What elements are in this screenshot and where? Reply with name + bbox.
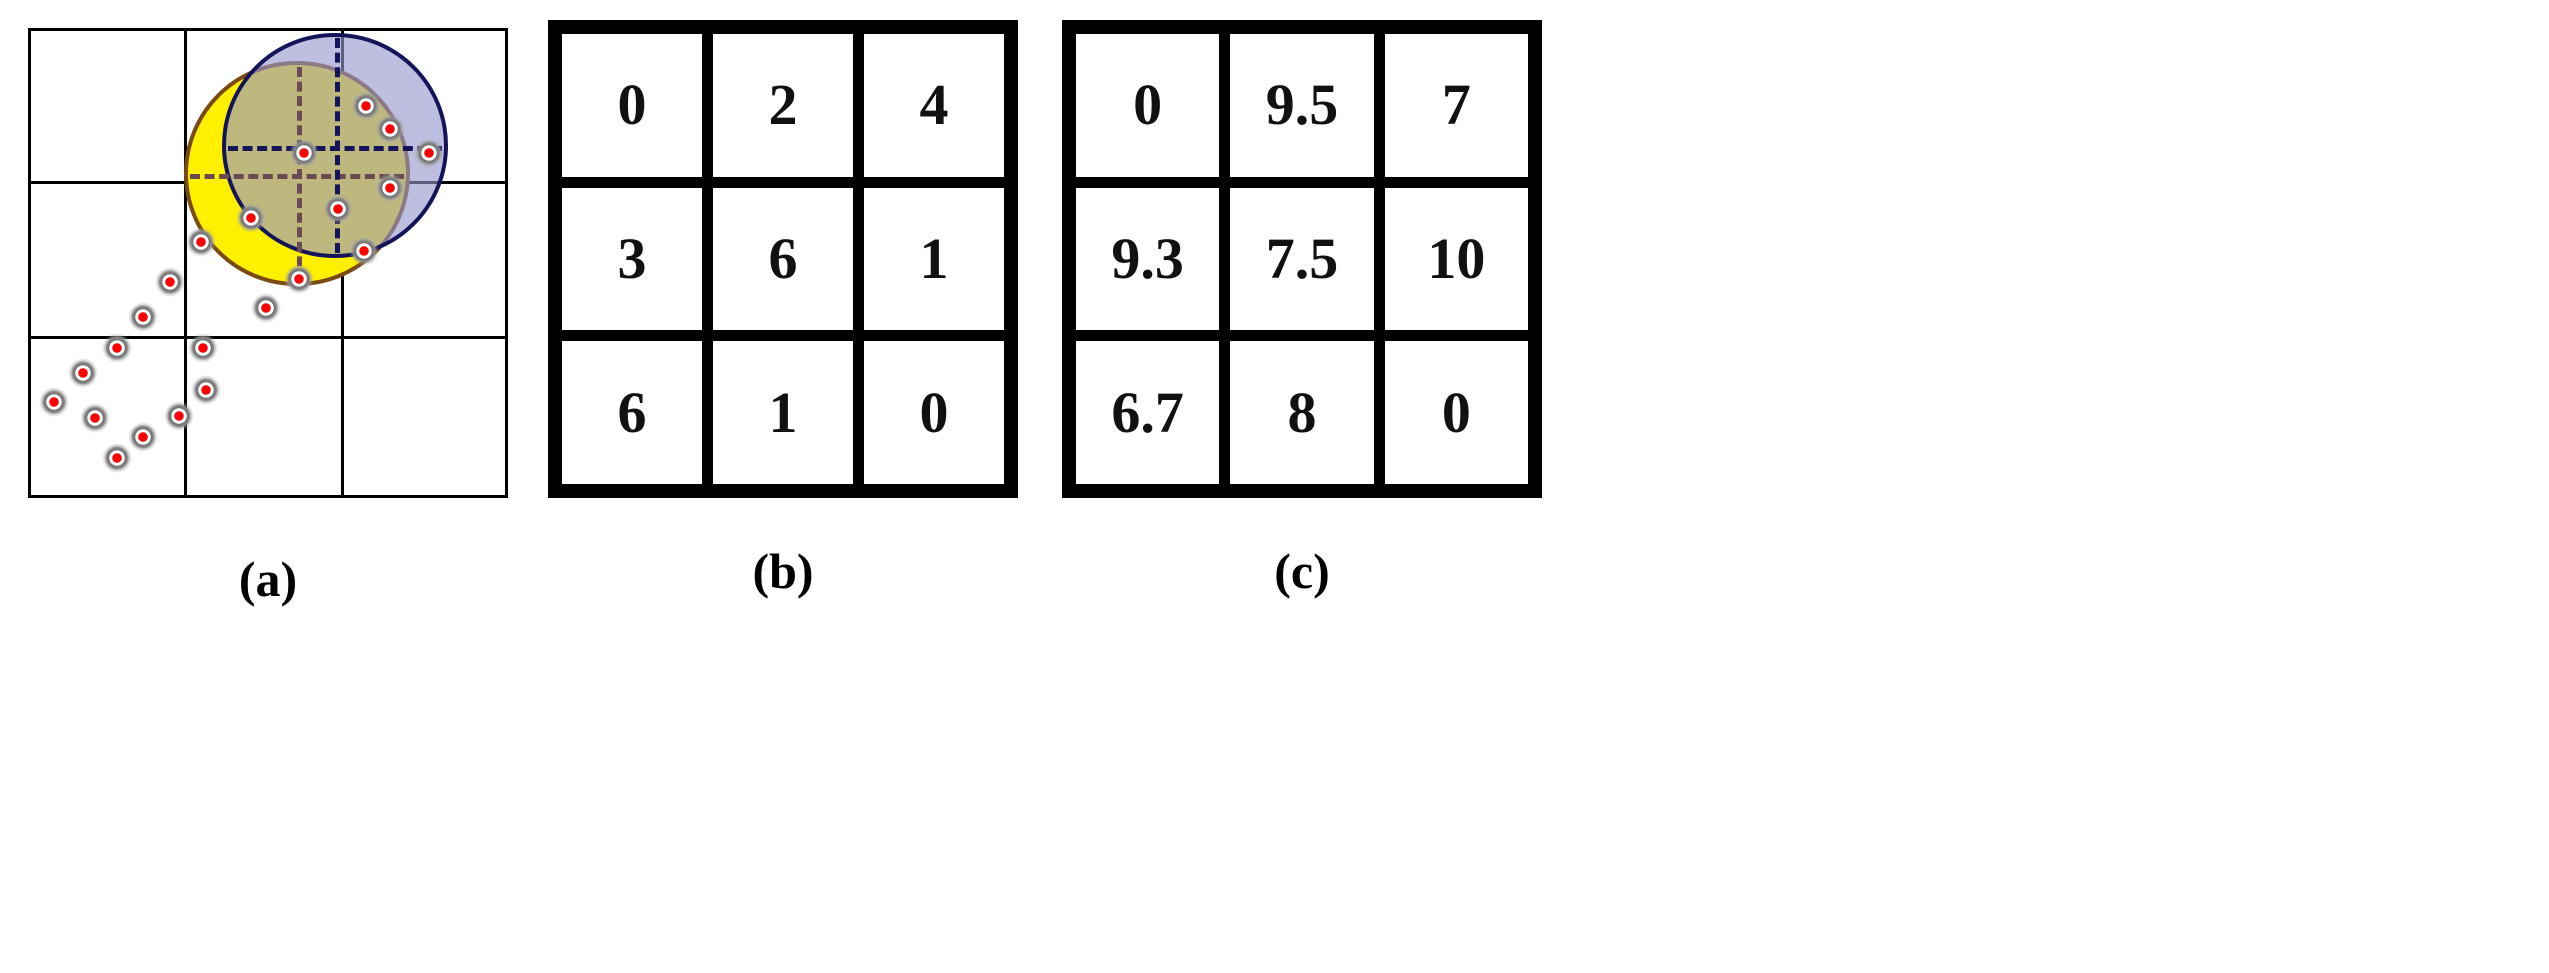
density-cell-r1-c2: 9.5 <box>1230 34 1374 177</box>
count-cell-r1-c3: 4 <box>864 34 1004 177</box>
data-point <box>250 292 281 323</box>
count-cell-r1-c1: 0 <box>562 34 702 177</box>
data-point <box>101 332 132 363</box>
scatter-overlay <box>28 28 508 498</box>
crosshair-brown-horizontal <box>189 173 404 179</box>
panel-a: (a) <box>28 28 508 607</box>
crosshair-brown-vertical <box>296 66 302 281</box>
density-cell-r2-c3: 10 <box>1384 187 1528 331</box>
data-point <box>190 374 221 405</box>
density-cell-r3-c2: 8 <box>1230 341 1374 484</box>
density-cell-r1-c1: 0 <box>1076 34 1220 177</box>
data-point <box>284 264 315 295</box>
data-point <box>128 302 159 333</box>
data-point <box>322 193 353 224</box>
crosshair-navy-vertical <box>335 38 341 253</box>
data-point <box>154 266 185 297</box>
density-cell-r2-c1: 9.3 <box>1076 187 1220 331</box>
data-point <box>349 236 379 267</box>
panel-b-caption: (b) <box>752 543 814 599</box>
density-cell-r3-c1: 6.7 <box>1076 341 1220 484</box>
data-point <box>351 90 382 121</box>
panel-c-caption: (c) <box>1274 543 1330 599</box>
data-point <box>375 172 406 203</box>
grid-line-horizontal-2 <box>31 336 505 339</box>
count-cell-r2-c2: 6 <box>713 187 853 331</box>
count-cell-r3-c1: 6 <box>562 341 702 484</box>
data-point <box>164 400 195 431</box>
data-point <box>236 203 267 234</box>
grid-line-vertical-1 <box>184 31 187 495</box>
data-point <box>375 114 406 145</box>
density-cell-r1-c3: 7 <box>1384 34 1528 177</box>
data-point <box>101 443 132 474</box>
count-cell-r1-c2: 2 <box>713 34 853 177</box>
count-cell-r2-c1: 3 <box>562 187 702 331</box>
data-point <box>128 421 159 452</box>
data-point <box>39 386 70 417</box>
data-point <box>289 137 319 168</box>
count-cell-r3-c2: 1 <box>713 341 853 484</box>
data-point <box>413 137 444 168</box>
count-cell-r2-c3: 1 <box>864 187 1004 331</box>
density-cell-r3-c3: 0 <box>1384 341 1528 484</box>
density-cell-r2-c2: 7.5 <box>1230 187 1374 331</box>
data-point <box>188 332 219 363</box>
data-point <box>185 226 216 257</box>
data-point <box>80 403 111 434</box>
count-cell-r3-c3: 0 <box>864 341 1004 484</box>
panel-a-caption: (a) <box>238 551 298 607</box>
data-point <box>68 358 99 389</box>
